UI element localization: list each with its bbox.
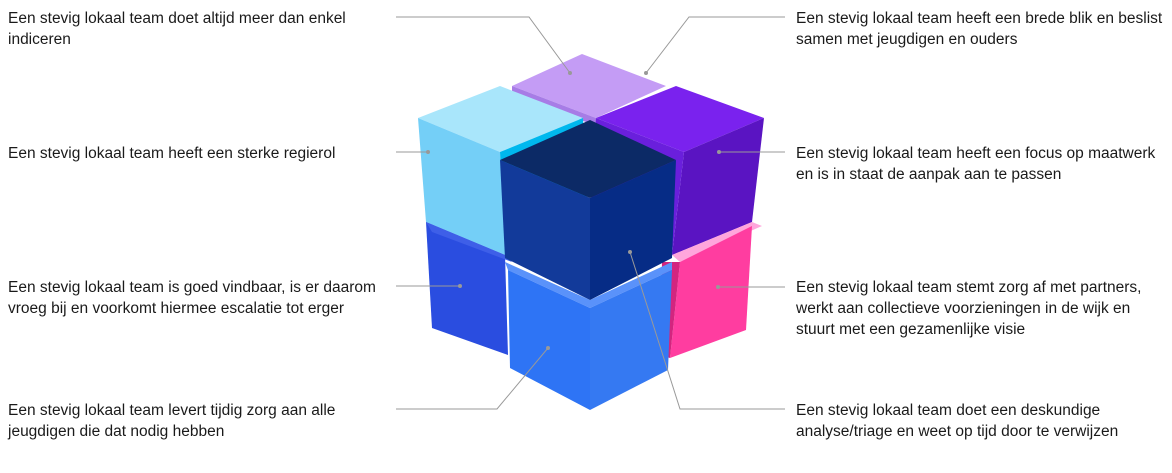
connector-bottom-right (629, 251, 785, 410)
label-lower-left: Een stevig lokaal team is goed vindbaar,… (8, 279, 376, 317)
connector-lines (396, 16, 785, 410)
connector-dot (644, 71, 648, 75)
connector-dot (426, 150, 430, 154)
connector-dot (546, 346, 550, 350)
cube-navy (500, 120, 676, 300)
label-top-right: Een stevig lokaal team heeft een brede b… (796, 10, 1163, 48)
connector-dot (716, 285, 720, 289)
label-mid-left: Een stevig lokaal team heeft een sterke … (8, 145, 336, 162)
label-mid-right: Een stevig lokaal team heeft een focus o… (796, 145, 1156, 183)
connector-top-left (396, 16, 571, 74)
cube-royal-blue (426, 222, 512, 355)
label-lower-right: Een stevig lokaal team stemt zorg af met… (796, 279, 1142, 338)
connector-dot (568, 71, 572, 75)
connector-top-right (645, 16, 785, 74)
label-top-left: Een stevig lokaal team doet altijd meer … (8, 10, 346, 48)
label-bottom-left: Een stevig lokaal team levert tijdig zor… (8, 402, 336, 440)
connector-bottom-left (396, 347, 549, 410)
connector-dot (717, 150, 721, 154)
connector-dot (458, 284, 462, 288)
connector-dot (628, 250, 632, 254)
label-bottom-right: Een stevig lokaal team doet een deskundi… (796, 402, 1119, 440)
cube-bright-blue (505, 262, 672, 410)
